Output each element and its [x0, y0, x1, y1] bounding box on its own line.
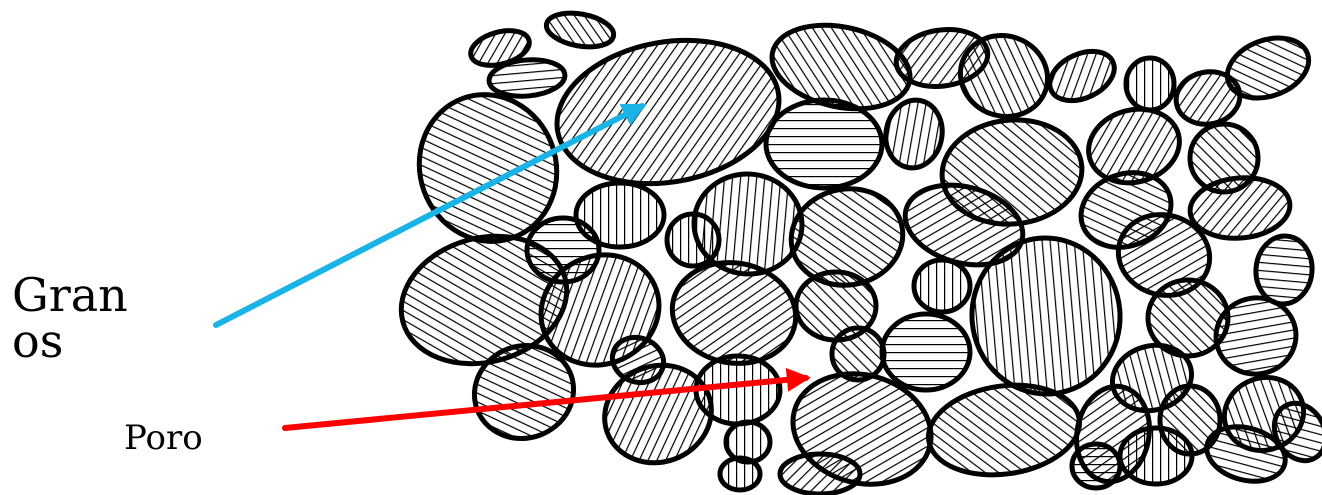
grain-13 — [881, 96, 948, 173]
poro-label: Poro — [124, 418, 203, 458]
grain-52 — [720, 458, 760, 490]
grain-51 — [726, 422, 770, 462]
grain-9 — [1126, 58, 1174, 110]
grain-54 — [780, 454, 860, 494]
grain-24 — [1253, 234, 1315, 307]
grain-48 — [1120, 428, 1192, 484]
grain-31 — [914, 260, 970, 312]
grain-8 — [1042, 42, 1122, 111]
grain-26 — [667, 214, 719, 266]
grains-group — [387, 8, 1322, 495]
granos-label: Gran os — [12, 272, 182, 364]
granos-label-line1: Gran — [12, 272, 182, 318]
grain-2 — [544, 8, 617, 51]
granos-label-line2: os — [12, 318, 182, 364]
grain-38 — [882, 314, 970, 390]
grain-12 — [766, 100, 882, 188]
grain-53 — [1072, 444, 1120, 488]
